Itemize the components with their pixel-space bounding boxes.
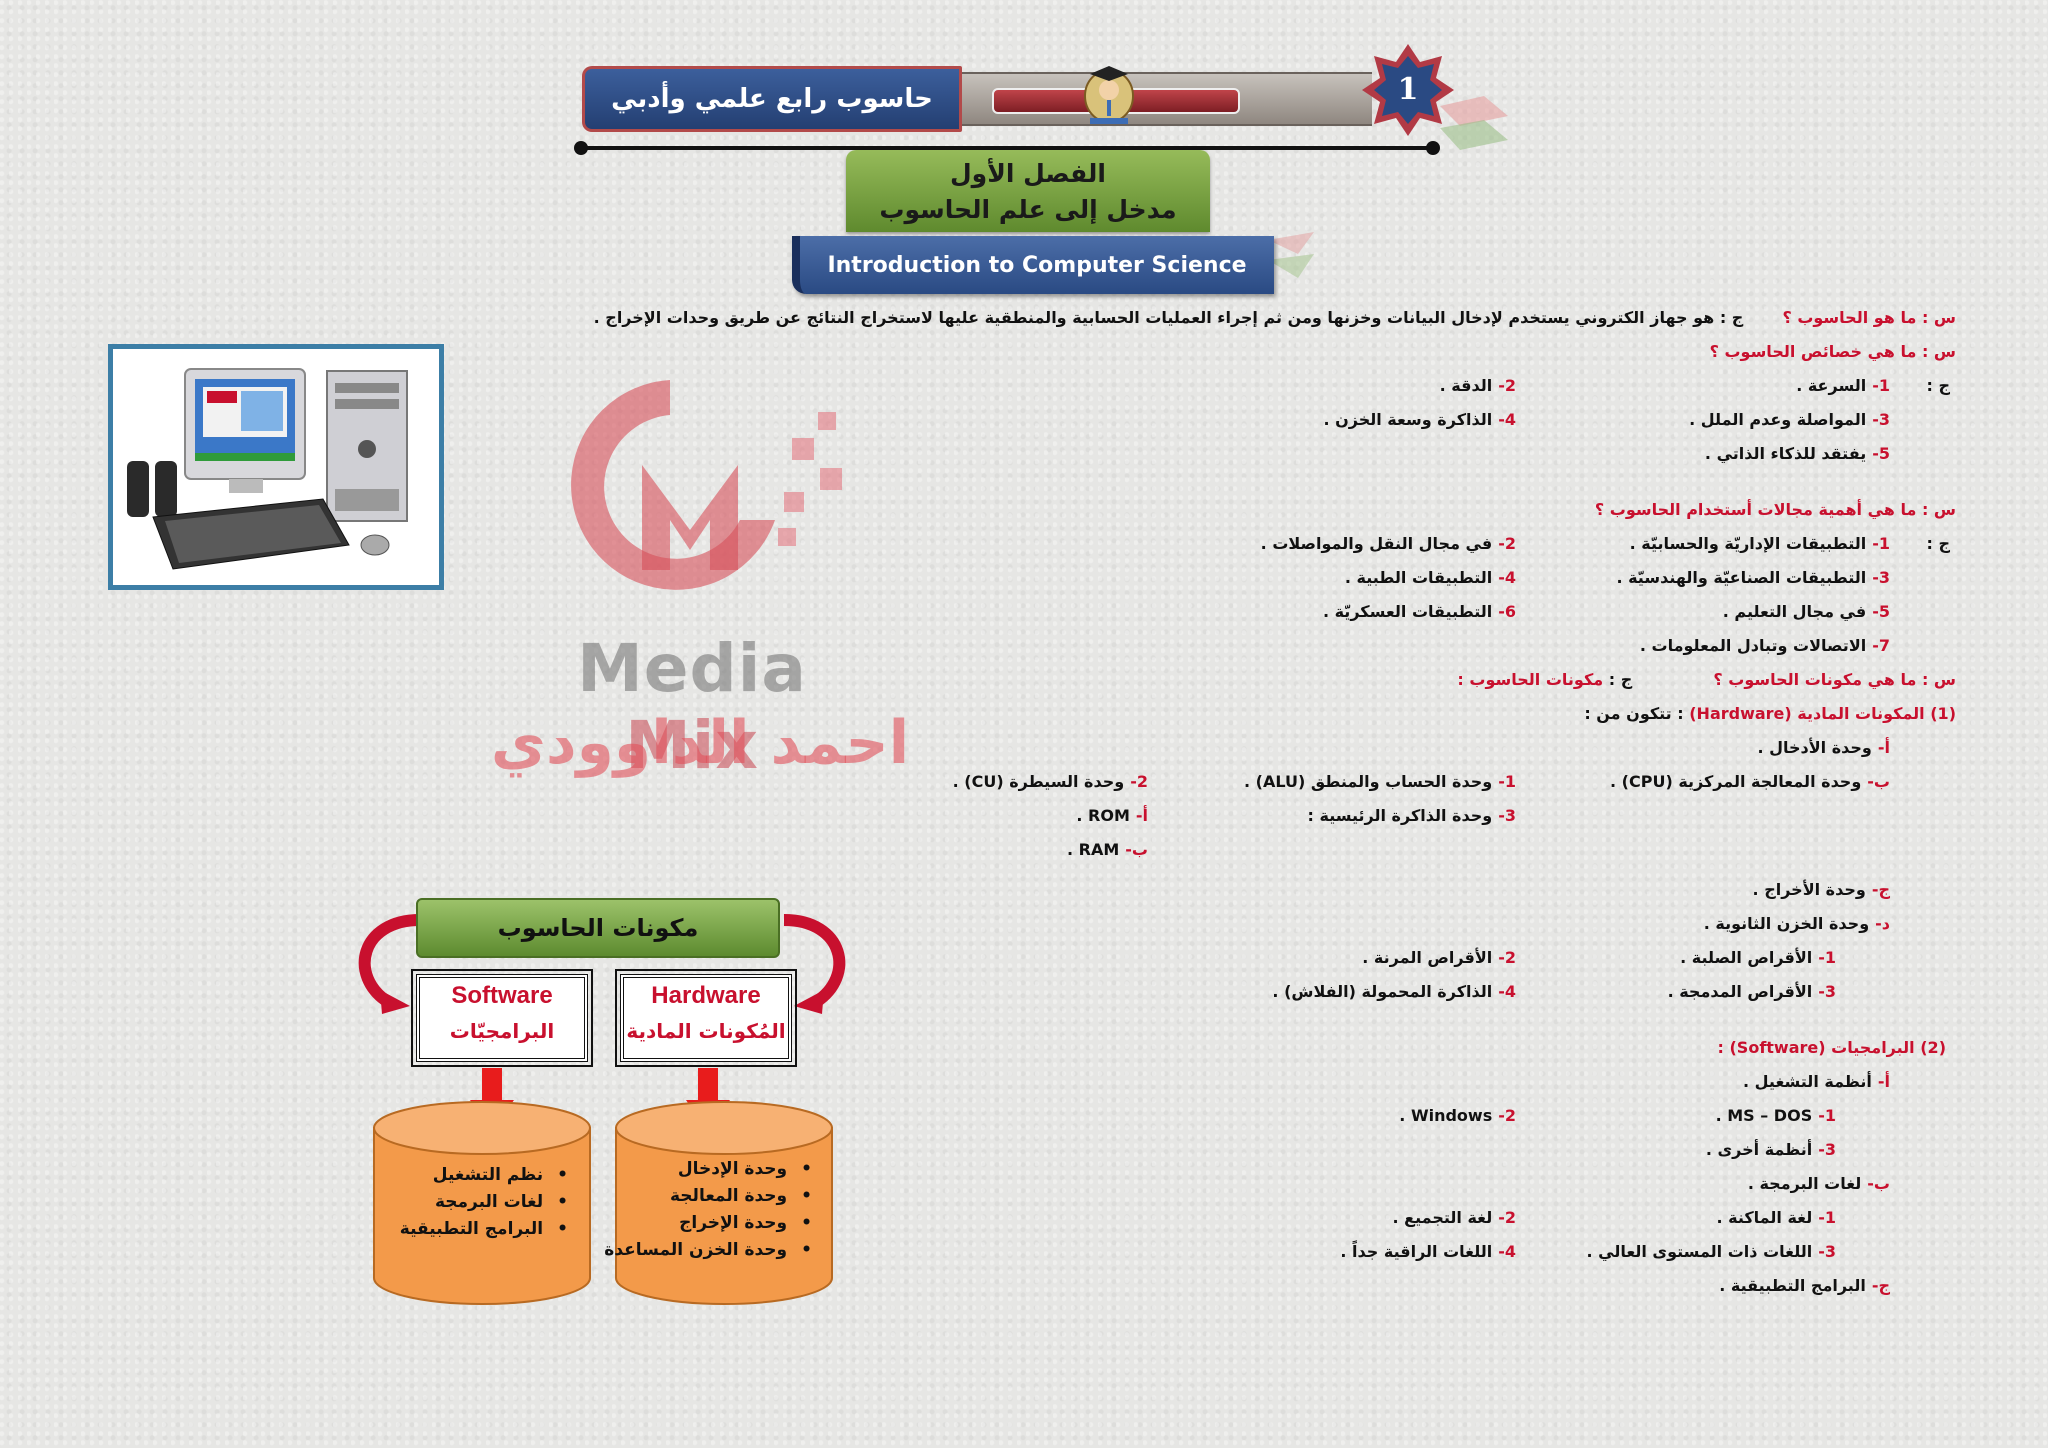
list-item: د-وحدة الخزن الثانوية . <box>1703 914 1890 933</box>
list-item: 1-وحدة الحساب والمنطق (ALU) . <box>1243 772 1516 791</box>
q4-answer-prefix: ج : <box>1608 670 1633 689</box>
software-list: نظم التشغيل لغات البرمجة البرامج التطبيق… <box>400 1162 568 1243</box>
q4-line: س : ما هي مكونات الحاسوب ؟ ج : مكونات ال… <box>1457 670 1956 689</box>
q3-answer-prefix: ج : <box>1926 534 1951 553</box>
decorative-arrows-icon <box>1268 232 1314 278</box>
list-item: أ-ROM . <box>1076 806 1148 825</box>
list-item: 2-الدقة . <box>1439 376 1516 395</box>
list-item: أ-أنظمة التشغيل . <box>1743 1072 1890 1091</box>
list-item: 4-اللغات الراقية جداً . <box>1340 1242 1516 1261</box>
list-item: 3-التطبيقات الصناعيّة والهندسيّة . <box>1616 568 1890 587</box>
list-item: 3-اللغات ذات المستوى العالي . <box>1586 1242 1836 1261</box>
page-number-star-icon <box>1362 44 1454 136</box>
list-item: 6-التطبيقات العسكريّة . <box>1322 602 1516 621</box>
list-item: ب-لغات البرمجة . <box>1747 1174 1890 1193</box>
list-item: 2-في مجال النقل والمواصلات . <box>1260 534 1516 553</box>
header-rule-dot-left <box>574 141 588 155</box>
software-en-label: Software <box>451 982 553 1009</box>
q1-line: س : ما هو الحاسوب ؟ ج : هو جهاز الكتروني… <box>594 308 1956 327</box>
diagram-title: مكونات الحاسوب <box>416 898 780 958</box>
q3-question: س : ما هي أهمية مجالات أستخدام الحاسوب ؟ <box>1594 500 1956 519</box>
list-item: ج-البرامج التطبيقية . <box>1719 1276 1890 1295</box>
chapter-title: مدخل إلى علم الحاسوب <box>879 195 1177 224</box>
list-item: 4-الذاكرة وسعة الخزن . <box>1323 410 1516 429</box>
curved-arrow-left-icon <box>358 914 421 1014</box>
watermark-name: احمد الداوودي <box>490 708 910 778</box>
list-item: ب-RAM . <box>1067 840 1148 859</box>
media-mix-logo-icon <box>571 380 842 590</box>
list-item: 3-وحدة الذاكرة الرئيسية : <box>1307 806 1516 825</box>
q4-question: س : ما هي مكونات الحاسوب ؟ <box>1713 670 1956 689</box>
list-item: وحدة المعالجة <box>604 1183 812 1210</box>
list-item: 4-الذاكرة المحمولة (الفلاش) . <box>1272 982 1516 1001</box>
list-item: 1-MS – DOS . <box>1715 1106 1836 1125</box>
list-item: وحدة الإخراج <box>604 1210 812 1237</box>
list-item: البرامج التطبيقية <box>400 1216 568 1243</box>
q2-answer-prefix: ج : <box>1926 376 1951 395</box>
header-rule <box>582 146 1436 150</box>
list-item: وحدة الإدخال <box>604 1156 812 1183</box>
list-item: ج-وحدة الأخراج . <box>1752 880 1890 899</box>
list-item: 3-أنظمة أخرى . <box>1705 1140 1836 1159</box>
hardware-list: وحدة الإدخال وحدة المعالجة وحدة الإخراج … <box>604 1156 812 1264</box>
software-heading: (2) البرامجيات (Software) : <box>1717 1038 1946 1057</box>
english-title: Introduction to Computer Science <box>792 236 1274 294</box>
page-number: 1 <box>1397 72 1419 107</box>
curved-arrow-right-icon <box>783 914 846 1014</box>
list-item: أ-وحدة الأدخال . <box>1757 738 1890 757</box>
list-item: 2-وحدة السيطرة (CU) . <box>952 772 1148 791</box>
list-item: لغات البرمجة <box>400 1189 568 1216</box>
list-item: نظم التشغيل <box>400 1162 568 1189</box>
q1-answer: ج : هو جهاز الكتروني يستخدم لإدخال البيا… <box>593 308 1744 327</box>
list-item: ب-وحدة المعالجة المركزية (CPU) . <box>1610 772 1890 791</box>
list-item: 5-يفتقد للذكاء الذاتي . <box>1704 444 1890 463</box>
list-item: 2-الأقراص المرنة . <box>1362 948 1516 967</box>
header-title: حاسوب رابع علمي وأدبي <box>582 66 962 132</box>
hardware-box: Hardware المُكونات المادية <box>615 969 797 1067</box>
list-item: 5-في مجال التعليم . <box>1722 602 1890 621</box>
list-item: 4-التطبيقات الطبية . <box>1344 568 1516 587</box>
q4-answer-label: مكونات الحاسوب : <box>1457 670 1604 689</box>
q2-question: س : ما هي خصائص الحاسوب ؟ <box>1709 342 1956 361</box>
list-item: 1-السرعة . <box>1796 376 1890 395</box>
list-item: وحدة الخزن المساعدة <box>604 1237 812 1264</box>
hardware-ar-label: المُكونات المادية <box>626 1019 786 1043</box>
hardware-en-label: Hardware <box>651 982 761 1009</box>
chapter-box: الفصل الأول مدخل إلى علم الحاسوب <box>846 150 1210 232</box>
q1-question: س : ما هو الحاسوب ؟ <box>1782 308 1956 327</box>
list-item: 1-لغة الماكنة . <box>1716 1208 1836 1227</box>
decorative-arrows-icon <box>1440 96 1508 150</box>
software-box: Software البرامجيّات <box>411 969 593 1067</box>
chapter-number: الفصل الأول <box>949 159 1107 188</box>
header-rule-dot-right <box>1426 141 1440 155</box>
desktop-computer-icon <box>113 349 439 585</box>
software-ar-label: البرامجيّات <box>449 1019 555 1043</box>
list-item: 3-الأقراص المدمجة . <box>1667 982 1836 1001</box>
graduate-emblem-icon <box>1084 66 1134 124</box>
hardware-heading: (1) المكونات المادية (Hardware) : تتكون … <box>1584 704 1956 723</box>
watermark-brand: Media Mix <box>577 630 807 784</box>
list-item: 2-Windows . <box>1399 1106 1516 1125</box>
computer-photo <box>108 344 444 590</box>
list-item: 1-الأقراص الصلبة . <box>1680 948 1836 967</box>
list-item: 1-التطبيقات الإداريّة والحسابيّة . <box>1629 534 1890 553</box>
list-item: 3-المواصلة وعدم الملل . <box>1689 410 1890 429</box>
list-item: 7-الاتصالات وتبادل المعلومات . <box>1639 636 1890 655</box>
list-item: 2-لغة التجميع . <box>1392 1208 1516 1227</box>
